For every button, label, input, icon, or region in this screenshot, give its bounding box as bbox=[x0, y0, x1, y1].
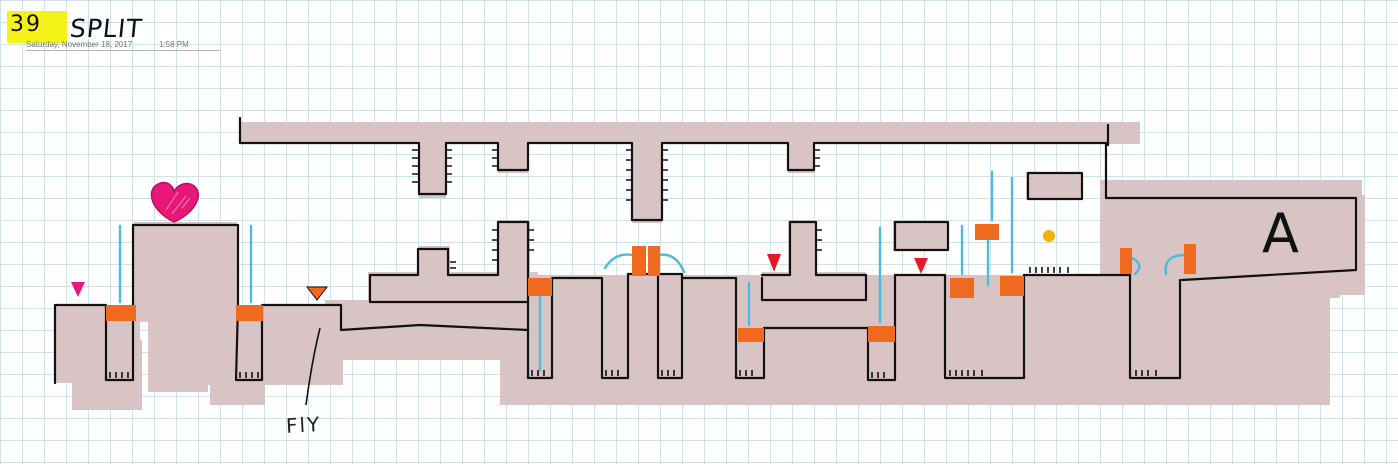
spike-row bbox=[531, 370, 545, 376]
moving-platform bbox=[528, 278, 552, 296]
moving-platform bbox=[1000, 276, 1024, 296]
spike-row bbox=[949, 370, 983, 376]
moving-platform bbox=[738, 328, 764, 342]
terrain-outline bbox=[53, 116, 1358, 385]
coin-icon bbox=[1043, 230, 1055, 242]
laser-beams bbox=[118, 170, 1187, 372]
terrain-block bbox=[1340, 195, 1365, 295]
orange-platforms bbox=[106, 224, 1196, 342]
terrain-block bbox=[148, 222, 208, 392]
spike-marks bbox=[109, 149, 1157, 378]
outline-line bbox=[760, 220, 868, 302]
laser-arc bbox=[656, 253, 686, 274]
spike-row bbox=[816, 229, 822, 251]
spike-enemy-icon bbox=[767, 254, 781, 272]
outline-line bbox=[53, 303, 135, 385]
exit-letter: A bbox=[1262, 202, 1299, 265]
outline-line bbox=[238, 116, 1358, 282]
spike-row bbox=[1135, 370, 1157, 376]
moving-platform bbox=[1120, 248, 1132, 274]
moving-platform bbox=[106, 305, 136, 321]
timestamp-rule bbox=[26, 50, 221, 51]
terrain-block bbox=[788, 220, 816, 280]
level-number: 39 bbox=[10, 12, 42, 37]
spike-row bbox=[605, 370, 619, 376]
time-text: 1:58 PM bbox=[159, 40, 189, 49]
outline-line bbox=[368, 220, 530, 304]
spike-row bbox=[814, 149, 820, 167]
terrain-block bbox=[240, 122, 1140, 144]
fly-label: FlY bbox=[285, 412, 322, 438]
outline-line bbox=[680, 276, 766, 380]
spike-row bbox=[739, 370, 753, 376]
spike-row bbox=[239, 372, 259, 378]
terrain-block bbox=[419, 143, 446, 198]
spike-row bbox=[871, 372, 885, 378]
terrain-block bbox=[1026, 172, 1082, 200]
laser-arc bbox=[1164, 253, 1187, 276]
terrain-block bbox=[788, 143, 814, 173]
terrain-block bbox=[498, 143, 528, 173]
outline-line bbox=[762, 273, 1026, 382]
spike-row bbox=[446, 149, 452, 183]
spike-row bbox=[626, 149, 632, 201]
spike-row bbox=[109, 372, 129, 378]
spike-row bbox=[412, 149, 418, 183]
spike-row bbox=[661, 370, 675, 376]
level-number-highlight bbox=[7, 11, 67, 43]
moving-platform bbox=[868, 326, 895, 342]
timestamp-line: Saturday, November 18, 2017 1:58 PM bbox=[26, 40, 226, 52]
spike-row bbox=[450, 261, 456, 269]
spike-row bbox=[492, 149, 498, 167]
terrain-block bbox=[893, 221, 948, 251]
heart-icon bbox=[150, 181, 199, 223]
outline-line bbox=[893, 220, 950, 252]
outline-line bbox=[526, 272, 684, 380]
laser-arc bbox=[603, 253, 634, 270]
level-header: 39 SPLIT Saturday, November 18, 2017 1:5… bbox=[0, 0, 240, 60]
hazards bbox=[71, 230, 1055, 301]
moving-platform bbox=[236, 305, 263, 321]
outline-line bbox=[1022, 273, 1182, 380]
spike-row bbox=[662, 149, 668, 201]
outline-line bbox=[131, 223, 343, 382]
moving-platform bbox=[648, 246, 660, 276]
spike-row bbox=[528, 229, 534, 251]
spike-enemy-icon bbox=[914, 258, 928, 274]
fly-pointer bbox=[305, 327, 321, 406]
outline-line bbox=[1026, 171, 1084, 201]
terrain-block bbox=[632, 143, 662, 223]
date-text: Saturday, November 18, 2017 bbox=[26, 40, 133, 49]
spike-enemy-icon bbox=[71, 282, 85, 297]
moving-platform bbox=[1184, 244, 1196, 274]
terrain-block bbox=[418, 246, 450, 276]
moving-platform bbox=[975, 224, 999, 240]
moving-platform bbox=[632, 246, 646, 276]
terrain-block bbox=[497, 220, 530, 275]
outline-line bbox=[339, 323, 530, 332]
terrain-block bbox=[1100, 180, 1362, 280]
moving-platform bbox=[950, 278, 974, 298]
spike-row bbox=[1029, 267, 1069, 273]
spike-enemy-icon bbox=[305, 286, 329, 301]
laser-arc bbox=[1130, 256, 1141, 276]
spike-row bbox=[492, 229, 498, 261]
